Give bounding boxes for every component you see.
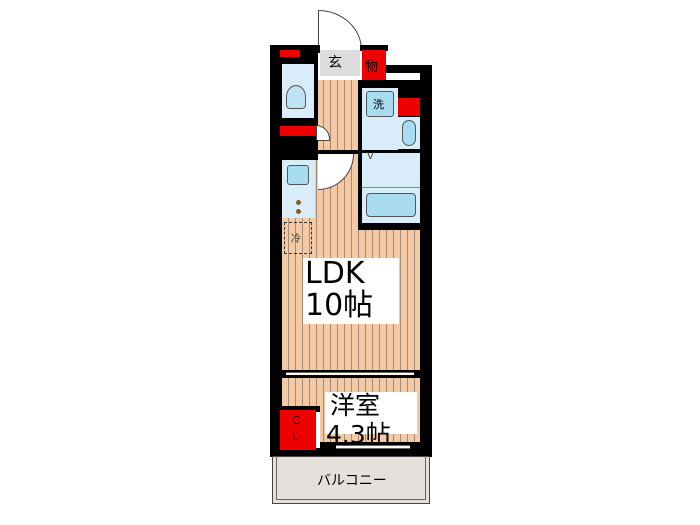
kitchen-sink-icon: [287, 165, 309, 185]
kitchen-wall: [280, 140, 318, 160]
entrance-area: [320, 50, 360, 76]
balcony-inner: [276, 456, 426, 500]
washer-space: [366, 91, 394, 117]
outer-wall-right-upper: [385, 65, 432, 73]
washer-label: 洗: [373, 98, 384, 111]
storage-label: 物: [365, 60, 379, 75]
closet-label-c: C: [292, 414, 300, 427]
toilet-icon: [286, 85, 306, 109]
washbasin-icon: [402, 120, 416, 146]
hall-wall: [318, 150, 358, 154]
balcony-label: バルコニー: [317, 473, 387, 489]
bath-door-mark: V: [367, 151, 374, 162]
western-room-name: 洋室: [330, 391, 381, 420]
stove-burner-icon: [296, 200, 301, 205]
entrance-door-swing: [318, 10, 362, 50]
balcony[interactable]: [272, 456, 430, 504]
bathtub-icon: [366, 193, 416, 217]
entrance-label: 玄: [328, 55, 342, 71]
refrigerator-label: 冷: [291, 234, 301, 245]
closet-door[interactable]: [316, 412, 320, 448]
closet[interactable]: [280, 410, 316, 450]
stove-burner-icon: [296, 209, 301, 214]
closet-label-l: L: [292, 430, 299, 443]
washroom-storage: [398, 98, 420, 116]
toilet-shelf: [280, 50, 300, 57]
ldk-size: 10帖: [305, 288, 374, 323]
western-room-size: 4.3帖: [326, 420, 391, 449]
western-label-box: [325, 392, 417, 434]
outer-wall-top-right: [360, 45, 388, 51]
storage-closet[interactable]: [362, 50, 386, 80]
window: [336, 445, 410, 449]
toilet-storage: [280, 126, 316, 136]
outer-wall-left: [270, 45, 282, 457]
refrigerator-space: [284, 222, 312, 254]
bath-divider: [362, 187, 420, 188]
ldk-label-box: [303, 258, 399, 324]
outer-wall-top-left: [270, 45, 320, 53]
ldk-name: LDK: [305, 256, 365, 291]
outer-wall-right: [420, 65, 432, 457]
sliding-door[interactable]: [286, 372, 414, 375]
